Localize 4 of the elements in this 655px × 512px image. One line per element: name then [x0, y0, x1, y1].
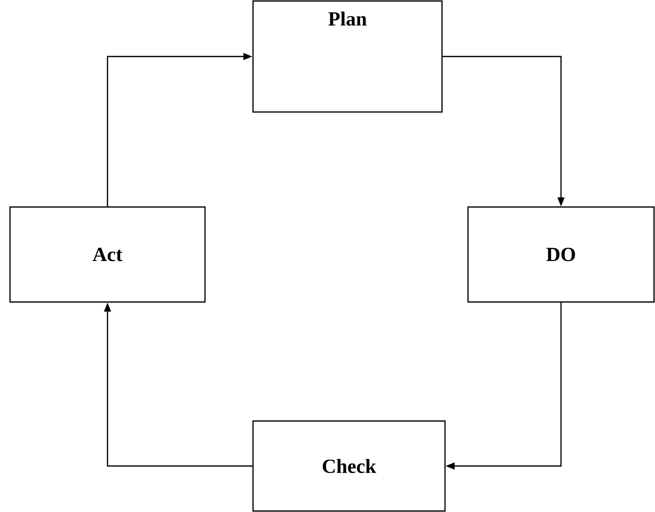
process-box: Plan [252, 0, 443, 113]
process-box: Check [252, 420, 446, 512]
process-box: Act [9, 206, 206, 303]
process-box: DO [467, 206, 655, 303]
